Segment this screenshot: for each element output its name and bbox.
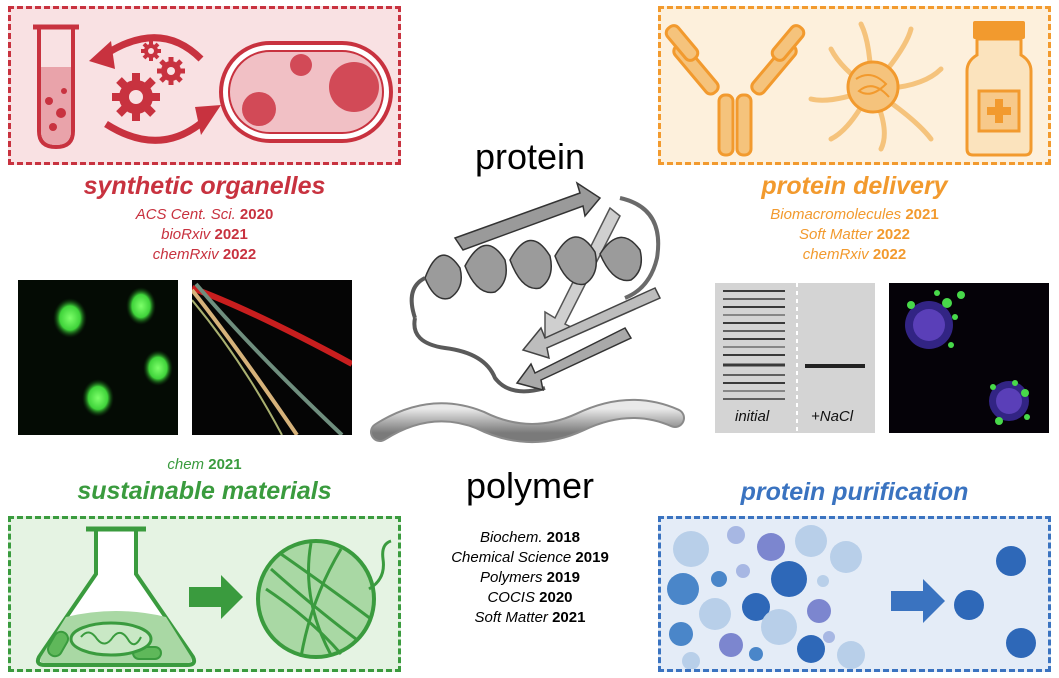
gel-image: initial +NaCl <box>715 283 875 433</box>
delivery-ref-2: Soft Matter 2022 <box>799 226 910 243</box>
organelles-ref-2: bioRxiv 2021 <box>161 226 248 243</box>
protein-ribbon-illustration <box>409 181 662 394</box>
delivery-title: protein delivery <box>761 172 948 200</box>
purified-proteins-icon <box>954 546 1036 658</box>
sustainable-box <box>8 516 401 672</box>
sustainable-illustration <box>35 526 392 667</box>
microscopy-droplets-image <box>18 280 178 435</box>
center-ref-2: Chemical Science 2019 <box>451 549 609 566</box>
organelles-ref-3: chemRxiv 2022 <box>152 246 257 263</box>
center-refs: Biochem. 2018 Chemical Science 2019 Poly… <box>420 528 640 628</box>
center-ref-5: Soft Matter 2021 <box>474 609 586 626</box>
delivery-illustration <box>664 21 1033 157</box>
yarn-ball-icon <box>256 539 392 659</box>
delivery-ref-3: chemRxiv 2022 <box>802 246 907 263</box>
mixed-proteins-icon <box>667 525 865 670</box>
sustainable-title: sustainable materials <box>77 477 332 505</box>
purification-title: protein purification <box>740 478 969 506</box>
cycle-arrows-icon <box>104 34 209 144</box>
gel-label-initial: initial <box>735 408 770 425</box>
purification-illustration <box>667 525 1036 670</box>
gears-icon <box>112 41 185 121</box>
delivery-box <box>658 6 1051 165</box>
medicine-vial-icon <box>965 21 1033 157</box>
flask-icon <box>35 526 197 667</box>
organelles-box <box>8 6 401 165</box>
arrow-right-icon <box>189 575 243 619</box>
cell-icon <box>219 41 393 143</box>
delivery-ref-1: Biomacromolecules 2021 <box>770 206 939 223</box>
microscopy-fibers-image <box>192 280 352 435</box>
purification-box <box>658 516 1051 672</box>
arrow-right-icon <box>891 579 945 623</box>
center-ref-3: Polymers 2019 <box>479 569 581 586</box>
organelles-illustration <box>33 24 393 150</box>
antibody-icon <box>664 24 806 157</box>
center-ref-4: COCIS 2020 <box>487 589 573 606</box>
center-ref-1: Biochem. 2018 <box>479 529 581 546</box>
polymer-label: polymer <box>465 465 595 506</box>
gel-label-nacl: +NaCl <box>811 408 854 425</box>
organelles-ref-1: ACS Cent. Sci. 2020 <box>135 206 274 223</box>
polymer-chain-illustration <box>370 398 685 443</box>
protein-label: protein <box>474 136 586 177</box>
sustainable-ref-1: chem 2021 <box>167 456 242 473</box>
test-tube-icon <box>33 24 79 150</box>
organelles-title: synthetic organelles <box>83 172 326 200</box>
fluorescence-cells-image <box>889 283 1049 433</box>
